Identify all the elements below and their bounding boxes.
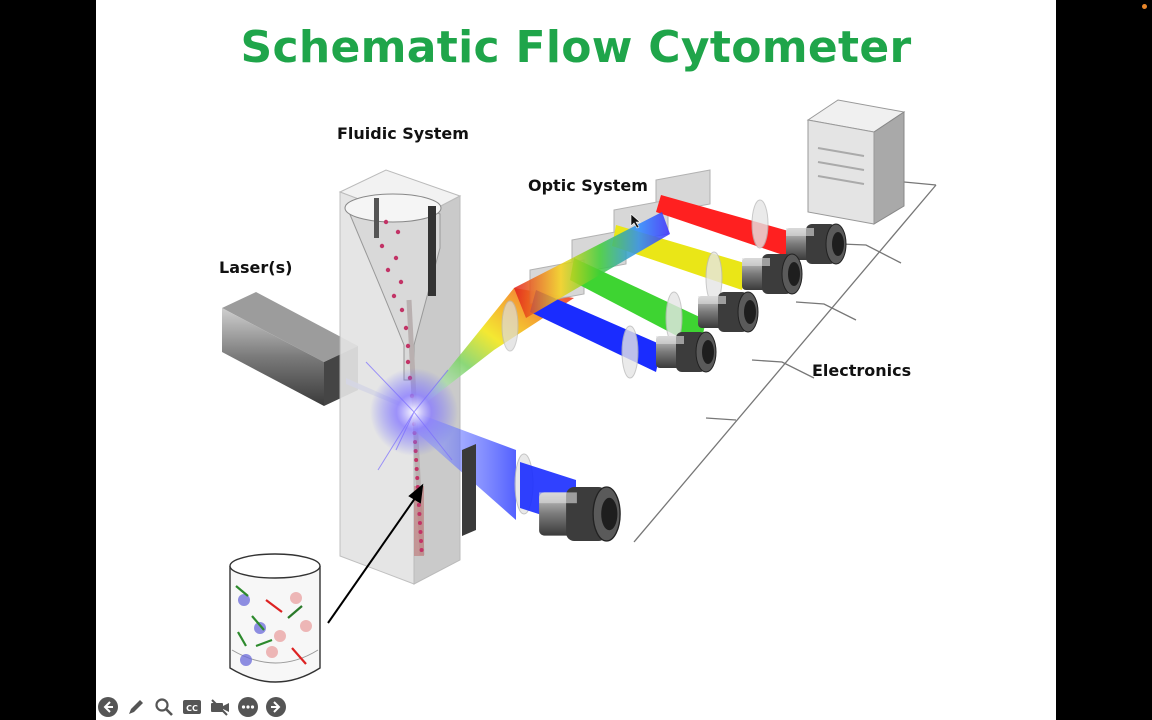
pen-icon[interactable] [125,696,147,718]
cell-particle [398,279,404,285]
cell-particle [414,458,419,462]
arrow-right-icon[interactable] [265,696,287,718]
sample-cell [240,654,252,666]
cell-particle [416,503,421,507]
sample-cell [274,630,286,642]
slide-title: Schematic Flow Cytometer [240,22,912,73]
more-icon[interactable] [237,696,259,718]
detector-pmt [786,223,847,265]
closed-caption-icon[interactable]: CC [181,696,203,718]
label-fluidic-system: Fluidic System [337,124,469,143]
cursor-icon [630,213,641,229]
cell-particle [395,229,401,235]
arrow-left-icon[interactable] [97,696,119,718]
cell-particle [415,476,420,480]
sample-cell [254,622,266,634]
cell-particle [419,548,424,552]
label-optic-system: Optic System [528,176,648,195]
computer-tower-icon [806,99,906,225]
cc-text: CC [186,704,198,713]
sample-cell [266,646,278,658]
cell-particle [405,359,411,365]
cell-particle [405,343,411,349]
status-dot [1142,4,1147,9]
detector-pmt [656,331,717,373]
flow-cytometer-diagram: Fluidic System Optic System Laser(s) Ele… [219,99,937,683]
scatter-beam-rainbow [414,288,574,412]
cell-particle [391,293,397,299]
detectors [539,223,847,542]
obscuration-bar [462,444,476,536]
label-electronics: Electronics [812,361,911,380]
lenses [621,199,769,379]
presentation-toolbar: CC [97,695,287,719]
cell-particle [418,530,423,534]
cell-particle [393,255,399,261]
cell-particle [379,243,385,249]
fluidic-block [338,169,462,585]
cell-particle [414,467,419,471]
cell-particle [403,325,409,331]
sample-tube [229,553,321,683]
cell-particle [383,219,389,225]
slide: Schematic Flow Cytometer [96,0,1056,720]
detector-pmt [698,291,759,333]
sample-cell [238,594,250,606]
cell-particle [385,267,391,273]
cell-particle [417,521,422,525]
cell-particle [417,512,422,516]
cell-particle [399,307,405,313]
sample-cell [300,620,312,632]
video-off-icon[interactable] [209,696,231,718]
sample-cell [290,592,302,604]
magnifier-icon[interactable] [153,696,175,718]
detector-pmt [742,253,803,295]
label-lasers: Laser(s) [219,258,292,277]
sample-arrow [327,483,424,624]
cell-particle [419,539,424,543]
beam-rainbow-main [514,212,670,318]
detector-pmt [539,486,621,542]
laser-box [222,292,358,406]
